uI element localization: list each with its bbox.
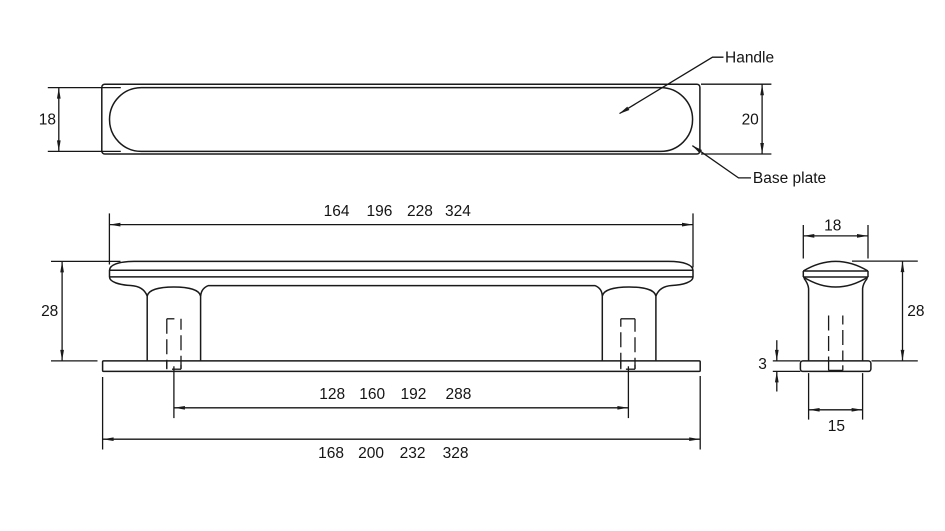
svg-text:160: 160	[359, 386, 385, 403]
svg-text:168: 168	[318, 445, 344, 462]
svg-text:15: 15	[828, 418, 845, 435]
svg-text:228: 228	[407, 203, 433, 220]
svg-text:324: 324	[445, 203, 471, 220]
svg-text:196: 196	[366, 203, 392, 220]
svg-text:328: 328	[443, 445, 469, 462]
svg-text:232: 232	[400, 445, 426, 462]
svg-text:3: 3	[758, 356, 767, 373]
svg-text:28: 28	[41, 303, 58, 320]
svg-text:Base plate: Base plate	[753, 170, 826, 187]
svg-text:Handle: Handle	[725, 49, 774, 66]
svg-text:288: 288	[445, 386, 471, 403]
svg-text:128: 128	[319, 386, 345, 403]
svg-text:20: 20	[742, 111, 760, 128]
svg-text:164: 164	[324, 203, 350, 220]
svg-text:192: 192	[400, 386, 426, 403]
svg-text:18: 18	[39, 111, 56, 128]
svg-text:200: 200	[358, 445, 384, 462]
svg-text:28: 28	[907, 303, 924, 320]
svg-text:18: 18	[824, 217, 841, 234]
